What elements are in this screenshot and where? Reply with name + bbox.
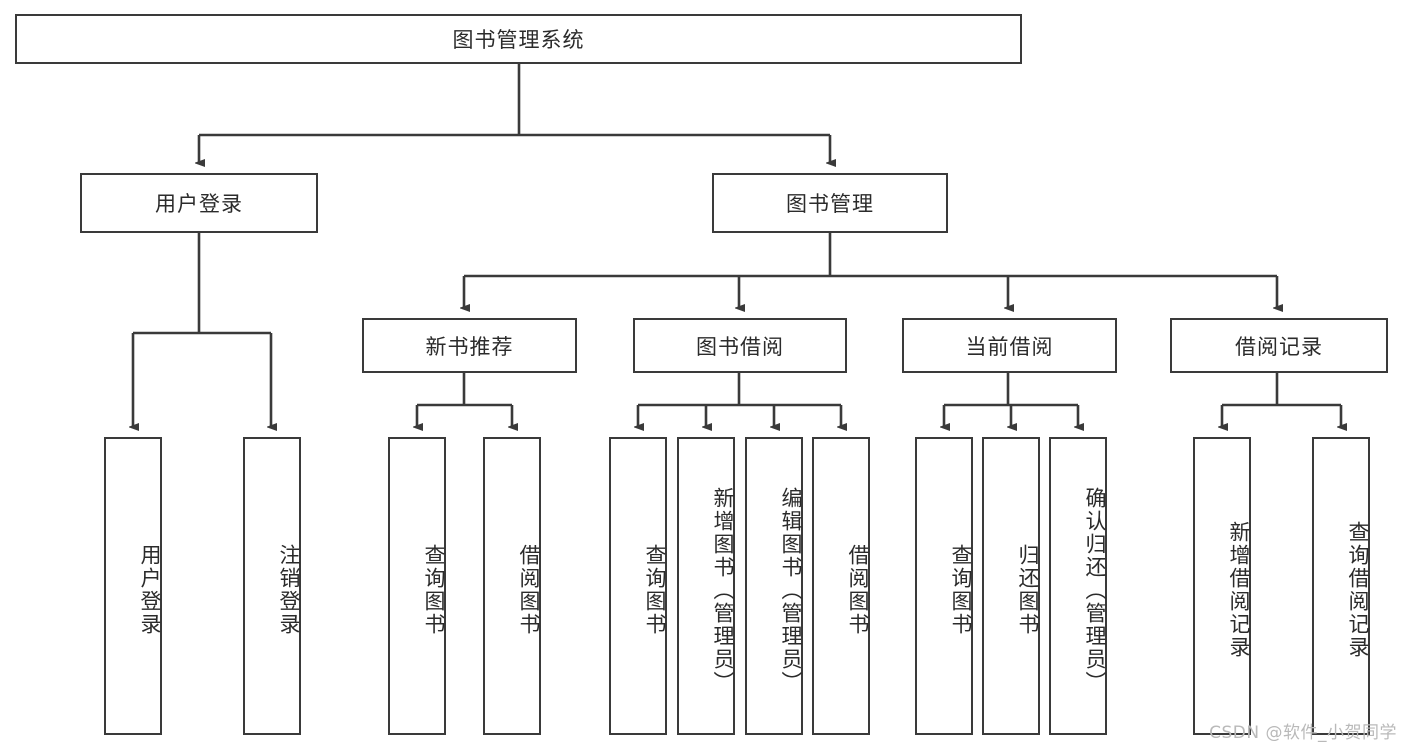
node-user-login[interactable]: 用户登录 xyxy=(80,173,318,233)
node-current-borrow[interactable]: 当前借阅 xyxy=(902,318,1117,373)
leaf-query-book-recommend[interactable]: 查询图书 xyxy=(388,437,446,735)
node-label: 用户登录 xyxy=(155,192,243,216)
node-label: 新增借阅记录 xyxy=(1227,521,1251,659)
node-label: 注销登录 xyxy=(277,544,301,636)
leaf-add-book-admin[interactable]: 新增图书（管理员） xyxy=(677,437,735,735)
node-label: 图书借阅 xyxy=(696,334,784,359)
node-label: 确认归还（管理员） xyxy=(1083,486,1107,694)
node-book-borrow[interactable]: 图书借阅 xyxy=(633,318,847,373)
node-label: 查询图书 xyxy=(422,544,446,636)
node-label: 新书推荐 xyxy=(425,334,514,359)
leaf-return-book[interactable]: 归还图书 xyxy=(982,437,1040,735)
node-label: 用户登录 xyxy=(138,544,162,636)
node-label: 新增图书（管理员） xyxy=(711,486,735,694)
node-label: 图书管理系统 xyxy=(452,28,585,52)
leaf-add-borrow-record[interactable]: 新增借阅记录 xyxy=(1193,437,1251,735)
leaf-borrow-book[interactable]: 借阅图书 xyxy=(812,437,870,735)
node-label: 归还图书 xyxy=(1016,544,1040,636)
leaf-confirm-return-admin[interactable]: 确认归还（管理员） xyxy=(1049,437,1107,735)
node-label: 查询图书 xyxy=(643,544,667,636)
leaf-user-login[interactable]: 用户登录 xyxy=(104,437,162,735)
node-label: 查询借阅记录 xyxy=(1346,521,1370,659)
leaf-query-borrow-record[interactable]: 查询借阅记录 xyxy=(1312,437,1370,735)
node-label: 借阅图书 xyxy=(846,544,870,636)
node-label: 当前借阅 xyxy=(965,334,1054,359)
leaf-edit-book-admin[interactable]: 编辑图书（管理员） xyxy=(745,437,803,735)
node-label: 图书管理 xyxy=(786,192,874,216)
node-label: 借阅图书 xyxy=(517,544,541,636)
leaf-query-book-current[interactable]: 查询图书 xyxy=(915,437,973,735)
node-borrow-record[interactable]: 借阅记录 xyxy=(1170,318,1388,373)
node-label: 借阅记录 xyxy=(1235,334,1323,359)
leaf-logout[interactable]: 注销登录 xyxy=(243,437,301,735)
node-book-management[interactable]: 图书管理 xyxy=(712,173,948,233)
node-root-system[interactable]: 图书管理系统 xyxy=(15,14,1022,64)
leaf-query-book-borrow[interactable]: 查询图书 xyxy=(609,437,667,735)
node-label: 编辑图书（管理员） xyxy=(779,486,803,694)
node-label: 查询图书 xyxy=(949,544,973,636)
node-new-book-recommend[interactable]: 新书推荐 xyxy=(362,318,577,373)
leaf-borrow-book-recommend[interactable]: 借阅图书 xyxy=(483,437,541,735)
